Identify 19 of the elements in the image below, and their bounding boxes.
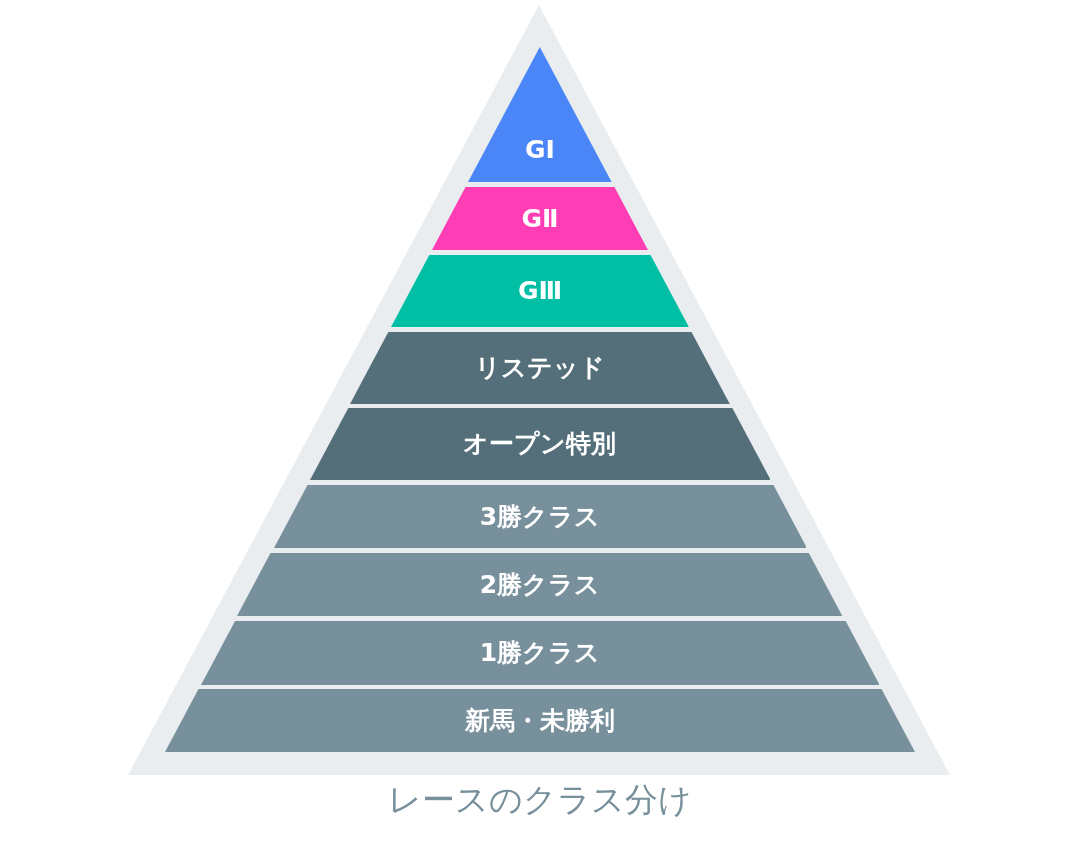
tier-label: 2勝クラス (479, 570, 601, 599)
tier-label: 新馬・未勝利 (465, 706, 615, 735)
pyramid-tier (432, 187, 648, 250)
pyramid-apex (468, 47, 612, 182)
pyramid-tier (237, 553, 843, 616)
pyramid-tier (350, 332, 730, 404)
tier-label: GⅡ (521, 204, 559, 233)
pyramid-tier (165, 689, 915, 752)
pyramid-tier (309, 408, 771, 480)
tier-label: 3勝クラス (479, 502, 601, 531)
tier-label: リステッド (475, 354, 605, 382)
pyramid-tier (200, 621, 880, 685)
tier-label: GⅠ (525, 135, 555, 164)
tier-label: GⅢ (517, 277, 563, 305)
caption: レースのクラス分け (388, 780, 692, 820)
tier-label: 1勝クラス (479, 639, 601, 667)
pyramid-tier (391, 255, 689, 327)
pyramid-tier (273, 485, 807, 548)
tier-label: オープン特別 (463, 430, 617, 458)
